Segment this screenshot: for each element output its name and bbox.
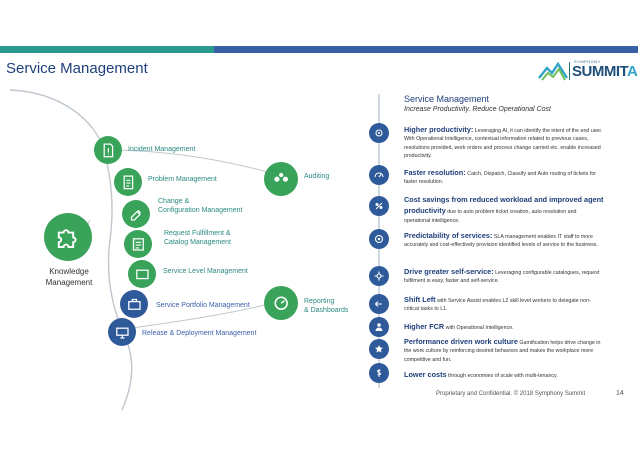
release-label: Release & Deployment Management: [142, 330, 257, 337]
benefit-text: with Operational Intelligence.: [444, 325, 514, 331]
top-bar-right: [214, 46, 638, 53]
fcr-icon: [375, 323, 383, 331]
benefit-fcr: Higher FCR with Operational Intelligence…: [404, 321, 604, 332]
connector-lines: [9, 89, 283, 411]
benefit-head: Performance driven work culture: [404, 337, 518, 346]
knowledge-label: Knowledge Management: [45, 267, 93, 287]
benefit-icon-productivity: [369, 123, 389, 143]
benefit-icon-fcr: [369, 317, 389, 337]
benefits-title: Service Management: [404, 94, 490, 104]
benefit-icon-shift-left: [369, 294, 389, 314]
problem-label: Problem Management: [148, 176, 217, 183]
benefit-text: with Service Assist enables L2 skill lev…: [404, 298, 591, 313]
benefit-lower-costs: Lower costs through economies of scale w…: [404, 369, 604, 380]
cost-savings-icon: [375, 202, 383, 210]
benefit-text: Leveraging configurable catalogues, requ…: [404, 270, 600, 285]
release-node[interactable]: [108, 318, 136, 346]
benefit-icon-self-service: [369, 266, 389, 286]
benefit-faster-resolution: Faster resolution: Catch, Dispatch, Clas…: [404, 167, 604, 187]
portfolio-node[interactable]: [120, 290, 148, 318]
portfolio-label: Service Portfolio Management: [156, 302, 250, 309]
benefit-performance: Performance driven work culture Gamifica…: [404, 336, 604, 364]
service-level-node[interactable]: [128, 260, 156, 288]
benefit-icon-speed: [369, 165, 389, 185]
benefit-head: Faster resolution:: [404, 168, 466, 177]
auditing-icon: [274, 172, 288, 182]
change-label: Change & Configuration Management: [158, 198, 243, 214]
benefit-head: Cost savings from reduced workload and i…: [404, 195, 604, 216]
benefit-icon-lower-costs: [369, 363, 389, 383]
portfolio-icon: [127, 298, 141, 310]
auditing-node[interactable]: [264, 162, 298, 196]
incident-label: Incident Management: [128, 146, 196, 153]
mountain-logo-icon: [538, 61, 568, 81]
benefit-productivity: Higher productivity: Leveraging AI, it c…: [404, 124, 604, 160]
benefit-head: Lower costs: [404, 370, 447, 379]
benefit-head: Predictability of services:: [404, 231, 493, 240]
auditing-label: Auditing: [304, 173, 330, 180]
logo-name-text: SUMMIT: [572, 63, 628, 80]
puzzle-icon: [57, 228, 77, 248]
benefit-icon-predictability: [369, 229, 389, 249]
benefit-icon-cost: [369, 196, 389, 216]
reporting-label: Reporting & Dashboards: [304, 298, 349, 314]
reporting-node[interactable]: [264, 286, 298, 320]
self-service-icon: [374, 271, 384, 281]
incident-icon: [103, 143, 113, 157]
benefits-subtitle: Increase Productivity. Reduce Operationa…: [404, 106, 551, 113]
footer-text: Proprietary and Confidential. © 2018 Sym…: [436, 391, 586, 397]
benefit-text: due to auto problem ticket creation, aut…: [404, 209, 577, 224]
process-diagram: Incident Management Problem Management C…: [0, 80, 370, 440]
problem-node[interactable]: [114, 168, 142, 196]
service-level-label: Service Level Management: [163, 268, 248, 275]
benefit-text: SLA management enables IT staff to more …: [404, 234, 598, 249]
performance-icon: [375, 345, 383, 353]
benefit-shift-left: Shift Left with Service Assist enables L…: [404, 294, 604, 314]
request-icon: [132, 237, 144, 251]
benefit-head: Shift Left: [404, 295, 436, 304]
benefit-text: Catch, Dispatch, Classify and Auto routi…: [404, 171, 597, 186]
benefit-head: Drive greater self-service:: [404, 267, 494, 276]
request-label: Request Fulfillment & Catalog Management: [164, 230, 231, 246]
knowledge-node[interactable]: [44, 213, 92, 261]
logo-divider: [569, 62, 570, 80]
logo-brand: SYMPHONY: [574, 59, 601, 64]
request-node[interactable]: [124, 230, 152, 258]
incident-node[interactable]: [94, 136, 122, 164]
problem-icon: [123, 175, 133, 189]
top-bar-left: [0, 46, 214, 53]
benefit-icon-performance: [369, 339, 389, 359]
benefit-predictability: Predictability of services: SLA manageme…: [404, 230, 604, 250]
benefit-text: Gamification helps drive change in the w…: [404, 340, 601, 363]
page-title: Service Management: [6, 60, 148, 77]
lower-costs-icon: [376, 369, 382, 377]
page-number: 14: [616, 390, 624, 397]
change-node[interactable]: [122, 200, 150, 228]
speed-icon: [374, 172, 384, 178]
release-icon: [115, 327, 129, 339]
shift-left-icon: [374, 301, 382, 307]
benefit-self-service: Drive greater self-service: Leveraging c…: [404, 266, 604, 286]
predictability-icon: [374, 234, 384, 244]
productivity-icon: [375, 129, 383, 137]
change-icon: [130, 209, 141, 221]
benefit-text: through economies of scale with multi-te…: [446, 373, 558, 379]
logo-ai-text: AI: [627, 63, 638, 80]
benefit-cost-savings: Cost savings from reduced workload and i…: [404, 194, 604, 225]
benefit-text: Leveraging AI, it can identify the inten…: [404, 128, 603, 159]
benefit-head: Higher productivity:: [404, 125, 474, 134]
benefit-head: Higher FCR: [404, 322, 445, 331]
dashboard-icon: [274, 296, 288, 310]
service-level-icon: [135, 269, 149, 279]
